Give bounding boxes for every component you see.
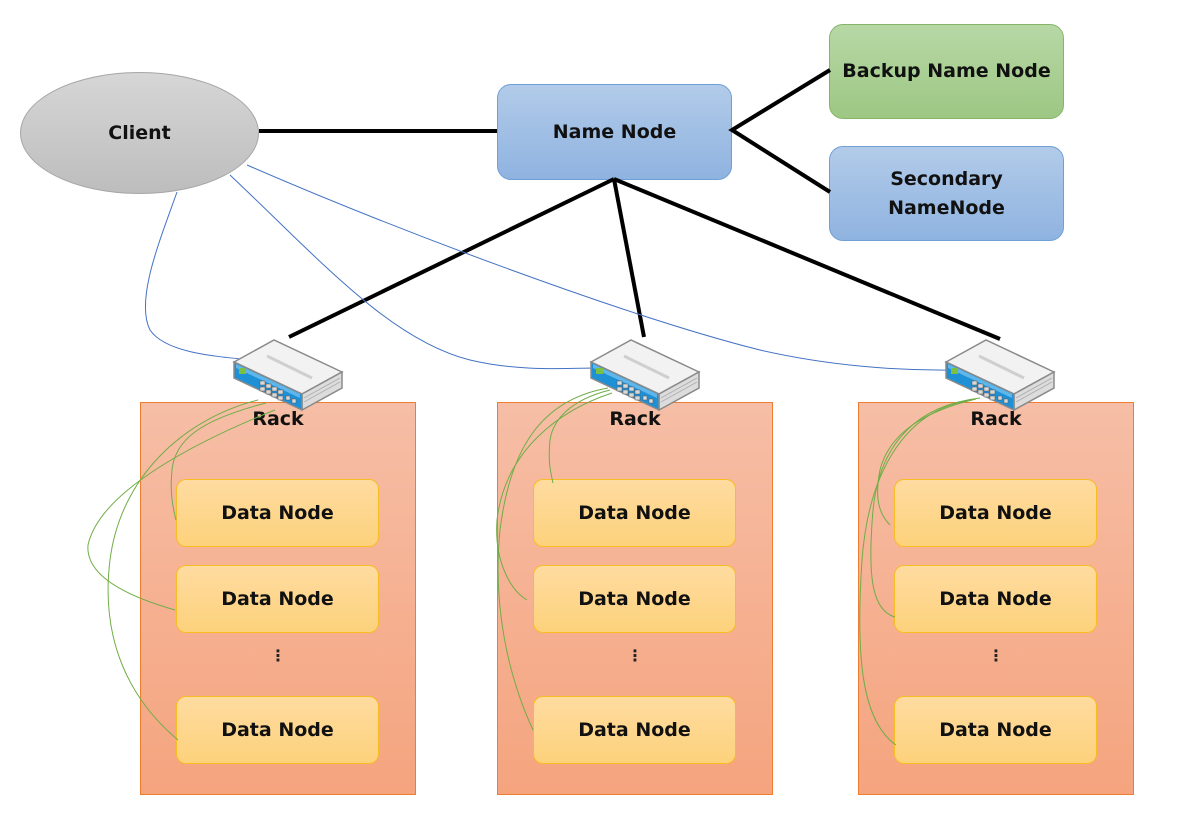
link-client-rack1 — [144, 191, 253, 361]
client-node[interactable]: Client — [20, 72, 259, 194]
data-node[interactable]: Data Node — [533, 479, 736, 547]
data-node-label: Data Node — [939, 588, 1052, 610]
rack-label: Rack — [252, 408, 304, 430]
data-node[interactable]: Data Node — [894, 565, 1097, 633]
data-node[interactable]: Data Node — [894, 479, 1097, 547]
link-namenode-rack1 — [288, 177, 615, 339]
secondary-label-line2: NameNode — [888, 196, 1005, 219]
data-node[interactable]: Data Node — [533, 565, 736, 633]
network-switch-icon — [589, 338, 701, 412]
data-node[interactable]: Data Node — [894, 696, 1097, 764]
data-node-label: Data Node — [578, 502, 691, 524]
data-node-label: Data Node — [221, 588, 334, 610]
secondary-name-node-label: Secondary NameNode — [888, 165, 1005, 223]
more-nodes-ellipsis: ⋮ — [270, 646, 286, 665]
name-node-label: Name Node — [552, 120, 677, 143]
name-node[interactable]: Name Node — [497, 84, 732, 180]
data-node[interactable]: Data Node — [176, 479, 379, 547]
secondary-label-line1: Secondary — [890, 167, 1003, 190]
data-node-label: Data Node — [939, 502, 1052, 524]
link-client-rack2 — [229, 174, 597, 370]
rack-2[interactable]: Rack Data Node Data Node ⋮ Data Node — [497, 402, 773, 795]
data-node-label: Data Node — [221, 502, 334, 524]
network-switch-icon — [944, 338, 1056, 412]
more-nodes-ellipsis: ⋮ — [988, 646, 1004, 665]
data-node-label: Data Node — [578, 719, 691, 741]
data-node-label: Data Node — [939, 719, 1052, 741]
backup-name-node-label: Backup Name Node — [842, 60, 1051, 82]
client-label: Client — [108, 121, 171, 144]
data-node[interactable]: Data Node — [176, 696, 379, 764]
rack-3[interactable]: Rack Data Node Data Node ⋮ Data Node — [858, 402, 1134, 795]
backup-name-node[interactable]: Backup Name Node — [829, 24, 1064, 119]
secondary-name-node[interactable]: Secondary NameNode — [829, 146, 1064, 241]
rack-label: Rack — [970, 408, 1022, 430]
network-switch-icon — [232, 338, 344, 412]
link-namenode-rack2 — [612, 178, 646, 338]
rack-label: Rack — [609, 408, 661, 430]
data-node[interactable]: Data Node — [176, 565, 379, 633]
data-node-label: Data Node — [578, 588, 691, 610]
more-nodes-ellipsis: ⋮ — [627, 646, 643, 665]
data-node[interactable]: Data Node — [533, 696, 736, 764]
rack-1[interactable]: Rack Data Node Data Node ⋮ Data Node — [140, 402, 416, 795]
data-node-label: Data Node — [221, 719, 334, 741]
link-namenode-backup-secondary — [728, 68, 832, 194]
